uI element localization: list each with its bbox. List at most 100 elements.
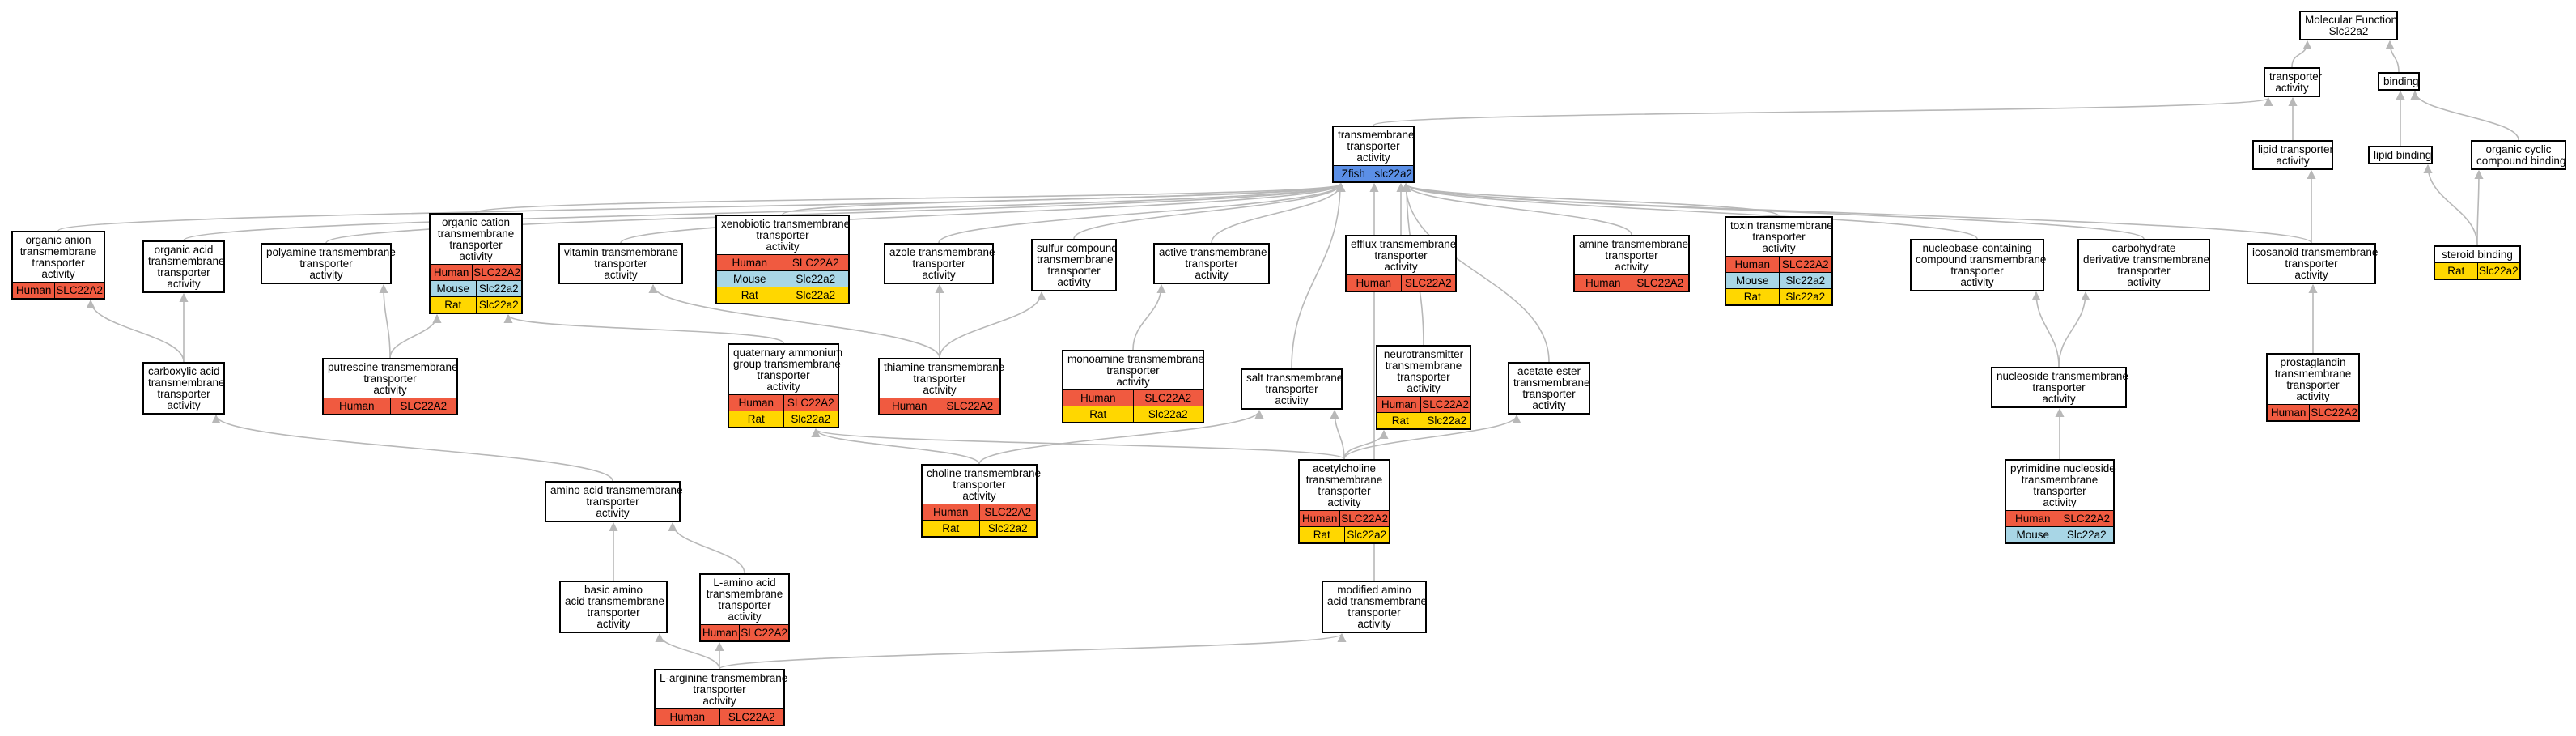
is-a-edge xyxy=(1343,429,1389,460)
go-term-label-line: activity xyxy=(2296,390,2330,402)
go-term-label-line: transmembrane xyxy=(706,588,783,600)
species-name: Human xyxy=(669,711,706,723)
go-term-node[interactable]: binding xyxy=(2378,72,2420,91)
is-a-edge xyxy=(648,283,940,359)
go-term-label-line: activity xyxy=(2042,393,2076,405)
go-term-label-line: activity xyxy=(1116,376,1150,388)
go-term-label-line: transporter xyxy=(1950,265,2004,277)
go-term-label-line: transmembrane xyxy=(437,228,515,240)
go-term-label-line: activity xyxy=(1275,394,1309,406)
species-name: Human xyxy=(732,257,768,269)
go-term-label-line: transporter xyxy=(1347,140,1400,152)
is-a-edge xyxy=(620,182,1346,244)
go-term-label-line: activity xyxy=(2043,496,2077,508)
go-term-label-line: nucleoside transmembrane xyxy=(1997,370,2128,382)
go-term-label-line: group transmembrane xyxy=(733,358,841,370)
gene-symbol: slc22a2 xyxy=(1373,166,1412,181)
species-name: Human xyxy=(1585,277,1621,289)
is-a-edge xyxy=(2423,164,2478,246)
species-name: Rat xyxy=(747,413,765,425)
go-term-label-line: L-amino acid xyxy=(713,576,776,589)
go-term-label-line: transporter xyxy=(693,683,746,696)
gene-symbol: Slc22a2 xyxy=(1778,289,1832,304)
go-term-label-line: transporter xyxy=(1522,388,1576,400)
is-a-edge xyxy=(475,182,1346,214)
species-name: Mouse xyxy=(1735,274,1769,287)
is-a-edge xyxy=(938,182,1346,244)
gene-symbol: SLC22A2 xyxy=(389,398,457,414)
gene-symbol: Slc22a2 xyxy=(782,287,849,303)
is-a-edge xyxy=(978,409,1264,465)
species-name: Human xyxy=(338,400,375,412)
go-term-node[interactable]: lipid binding xyxy=(2368,146,2433,164)
is-a-edge xyxy=(719,632,1347,670)
go-term-label-line: transmembrane xyxy=(1385,359,1462,372)
species-name: Mouse xyxy=(2016,529,2050,541)
go-term-label-line: activity xyxy=(41,268,75,280)
go-term-label-line: activity xyxy=(1356,151,1390,164)
gene-symbol: SLC22A2 xyxy=(2059,511,2114,526)
go-term-label-line: acetate ester xyxy=(1517,365,1581,377)
go-term-label-line: lipid binding xyxy=(2374,149,2432,161)
go-term-label-line: quaternary ammonium xyxy=(733,347,843,359)
go-term-label-line: transporter xyxy=(912,257,965,270)
go-term-label-line: sulfur compound xyxy=(1037,242,1118,254)
is-a-edge xyxy=(811,428,1345,460)
species-name: Human xyxy=(2270,406,2307,419)
go-term-label-line: activity xyxy=(2276,155,2310,167)
